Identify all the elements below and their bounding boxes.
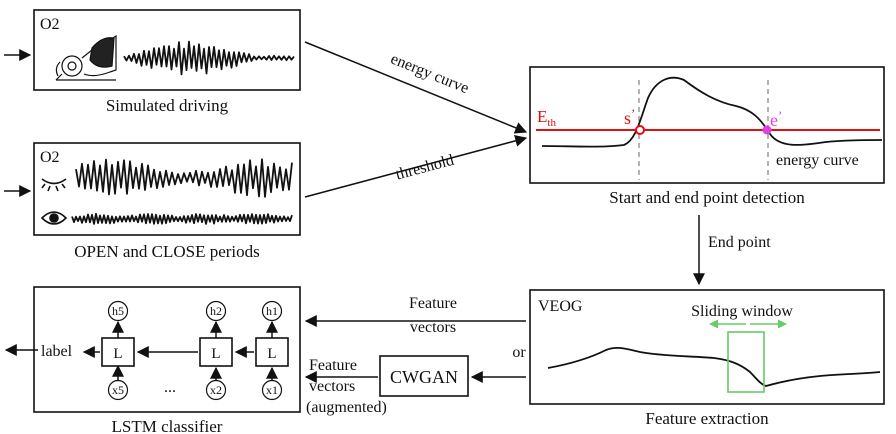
simulated-driving-caption: Simulated driving bbox=[106, 96, 229, 115]
feature-extraction-caption: Feature extraction bbox=[645, 409, 769, 428]
detection-panel bbox=[529, 66, 885, 184]
energy-curve-arrow bbox=[304, 41, 528, 134]
augmented-label-1: Feature bbox=[309, 357, 357, 374]
augmented-label-2: vectors bbox=[309, 378, 355, 395]
hidden-node-h2-label: h2 bbox=[210, 304, 222, 318]
openclose-o2-tag: O2 bbox=[40, 149, 60, 166]
open-eye-signal bbox=[71, 212, 293, 225]
input-node-x1-label: x1 bbox=[266, 383, 278, 397]
end-point-marker bbox=[762, 125, 772, 135]
openclose-caption: OPEN and CLOSE periods bbox=[74, 242, 260, 261]
output-label: label bbox=[41, 343, 73, 360]
sliding-window-box bbox=[727, 331, 765, 393]
hidden-node-h1-label: h1 bbox=[266, 304, 278, 318]
input-node-x5 bbox=[107, 379, 129, 401]
closed-eye-signal bbox=[75, 158, 293, 198]
lstm-cell-2 bbox=[199, 337, 233, 367]
simulated-o2-tag: O2 bbox=[40, 16, 60, 33]
input-node-x2 bbox=[205, 379, 227, 401]
hidden-node-h5-label: h5 bbox=[112, 304, 124, 318]
cwgan-label: CWGAN bbox=[390, 367, 458, 387]
cwgan-box bbox=[379, 355, 469, 397]
end-point-label: e’ bbox=[770, 108, 782, 130]
feature-vectors-label-1: Feature bbox=[409, 295, 457, 312]
start-point-label: s’ bbox=[624, 106, 635, 128]
energy-curve-arrow-label: energy curve bbox=[388, 50, 471, 97]
or-label: or bbox=[512, 344, 526, 361]
lstm-column-1: L h5 x5 bbox=[101, 300, 135, 401]
start-point-marker bbox=[635, 125, 645, 135]
veog-tag: VEOG bbox=[538, 298, 583, 315]
threshold-arrow bbox=[304, 134, 528, 198]
hidden-node-h1 bbox=[261, 300, 283, 322]
lstm-cell-3-label: L bbox=[267, 346, 276, 362]
sliding-window-label: Sliding window bbox=[691, 303, 793, 320]
simulated-o2-signal bbox=[123, 40, 295, 76]
closed-eye-icon bbox=[41, 178, 67, 192]
end-point-arrow-label: End point bbox=[708, 234, 771, 251]
feature-vectors-label-2: vectors bbox=[410, 319, 456, 336]
open-eye-icon bbox=[40, 211, 68, 225]
threshold-label: Eth bbox=[537, 107, 556, 129]
threshold-arrow-label: threshold bbox=[394, 152, 456, 184]
lstm-column-2: L h2 x2 bbox=[199, 300, 233, 401]
lstm-cell-2-label: L bbox=[211, 346, 220, 362]
augmented-label-3: (augmented) bbox=[306, 399, 387, 416]
energy-curve bbox=[541, 76, 883, 148]
input-node-x2-label: x2 bbox=[210, 383, 222, 397]
ellipsis: ... bbox=[164, 379, 176, 396]
lstm-cell-3 bbox=[255, 337, 289, 367]
input-node-x5-label: x5 bbox=[112, 383, 124, 397]
lstm-column-3: L h1 x1 bbox=[255, 300, 289, 401]
hidden-node-h2 bbox=[205, 300, 227, 322]
energy-curve-label: energy curve bbox=[776, 152, 859, 169]
driving-simulator-icon bbox=[55, 34, 117, 81]
feature-extraction-panel bbox=[529, 289, 885, 405]
simulated-driving-panel bbox=[33, 9, 301, 91]
input-node-x1 bbox=[261, 379, 283, 401]
veog-signal bbox=[547, 346, 881, 387]
lstm-caption: LSTM classifier bbox=[112, 417, 223, 434]
detection-caption: Start and end point detection bbox=[609, 188, 805, 207]
hidden-node-h5 bbox=[107, 300, 129, 322]
lstm-cell-1-label: L bbox=[113, 346, 122, 362]
lstm-cell-1 bbox=[101, 337, 135, 367]
